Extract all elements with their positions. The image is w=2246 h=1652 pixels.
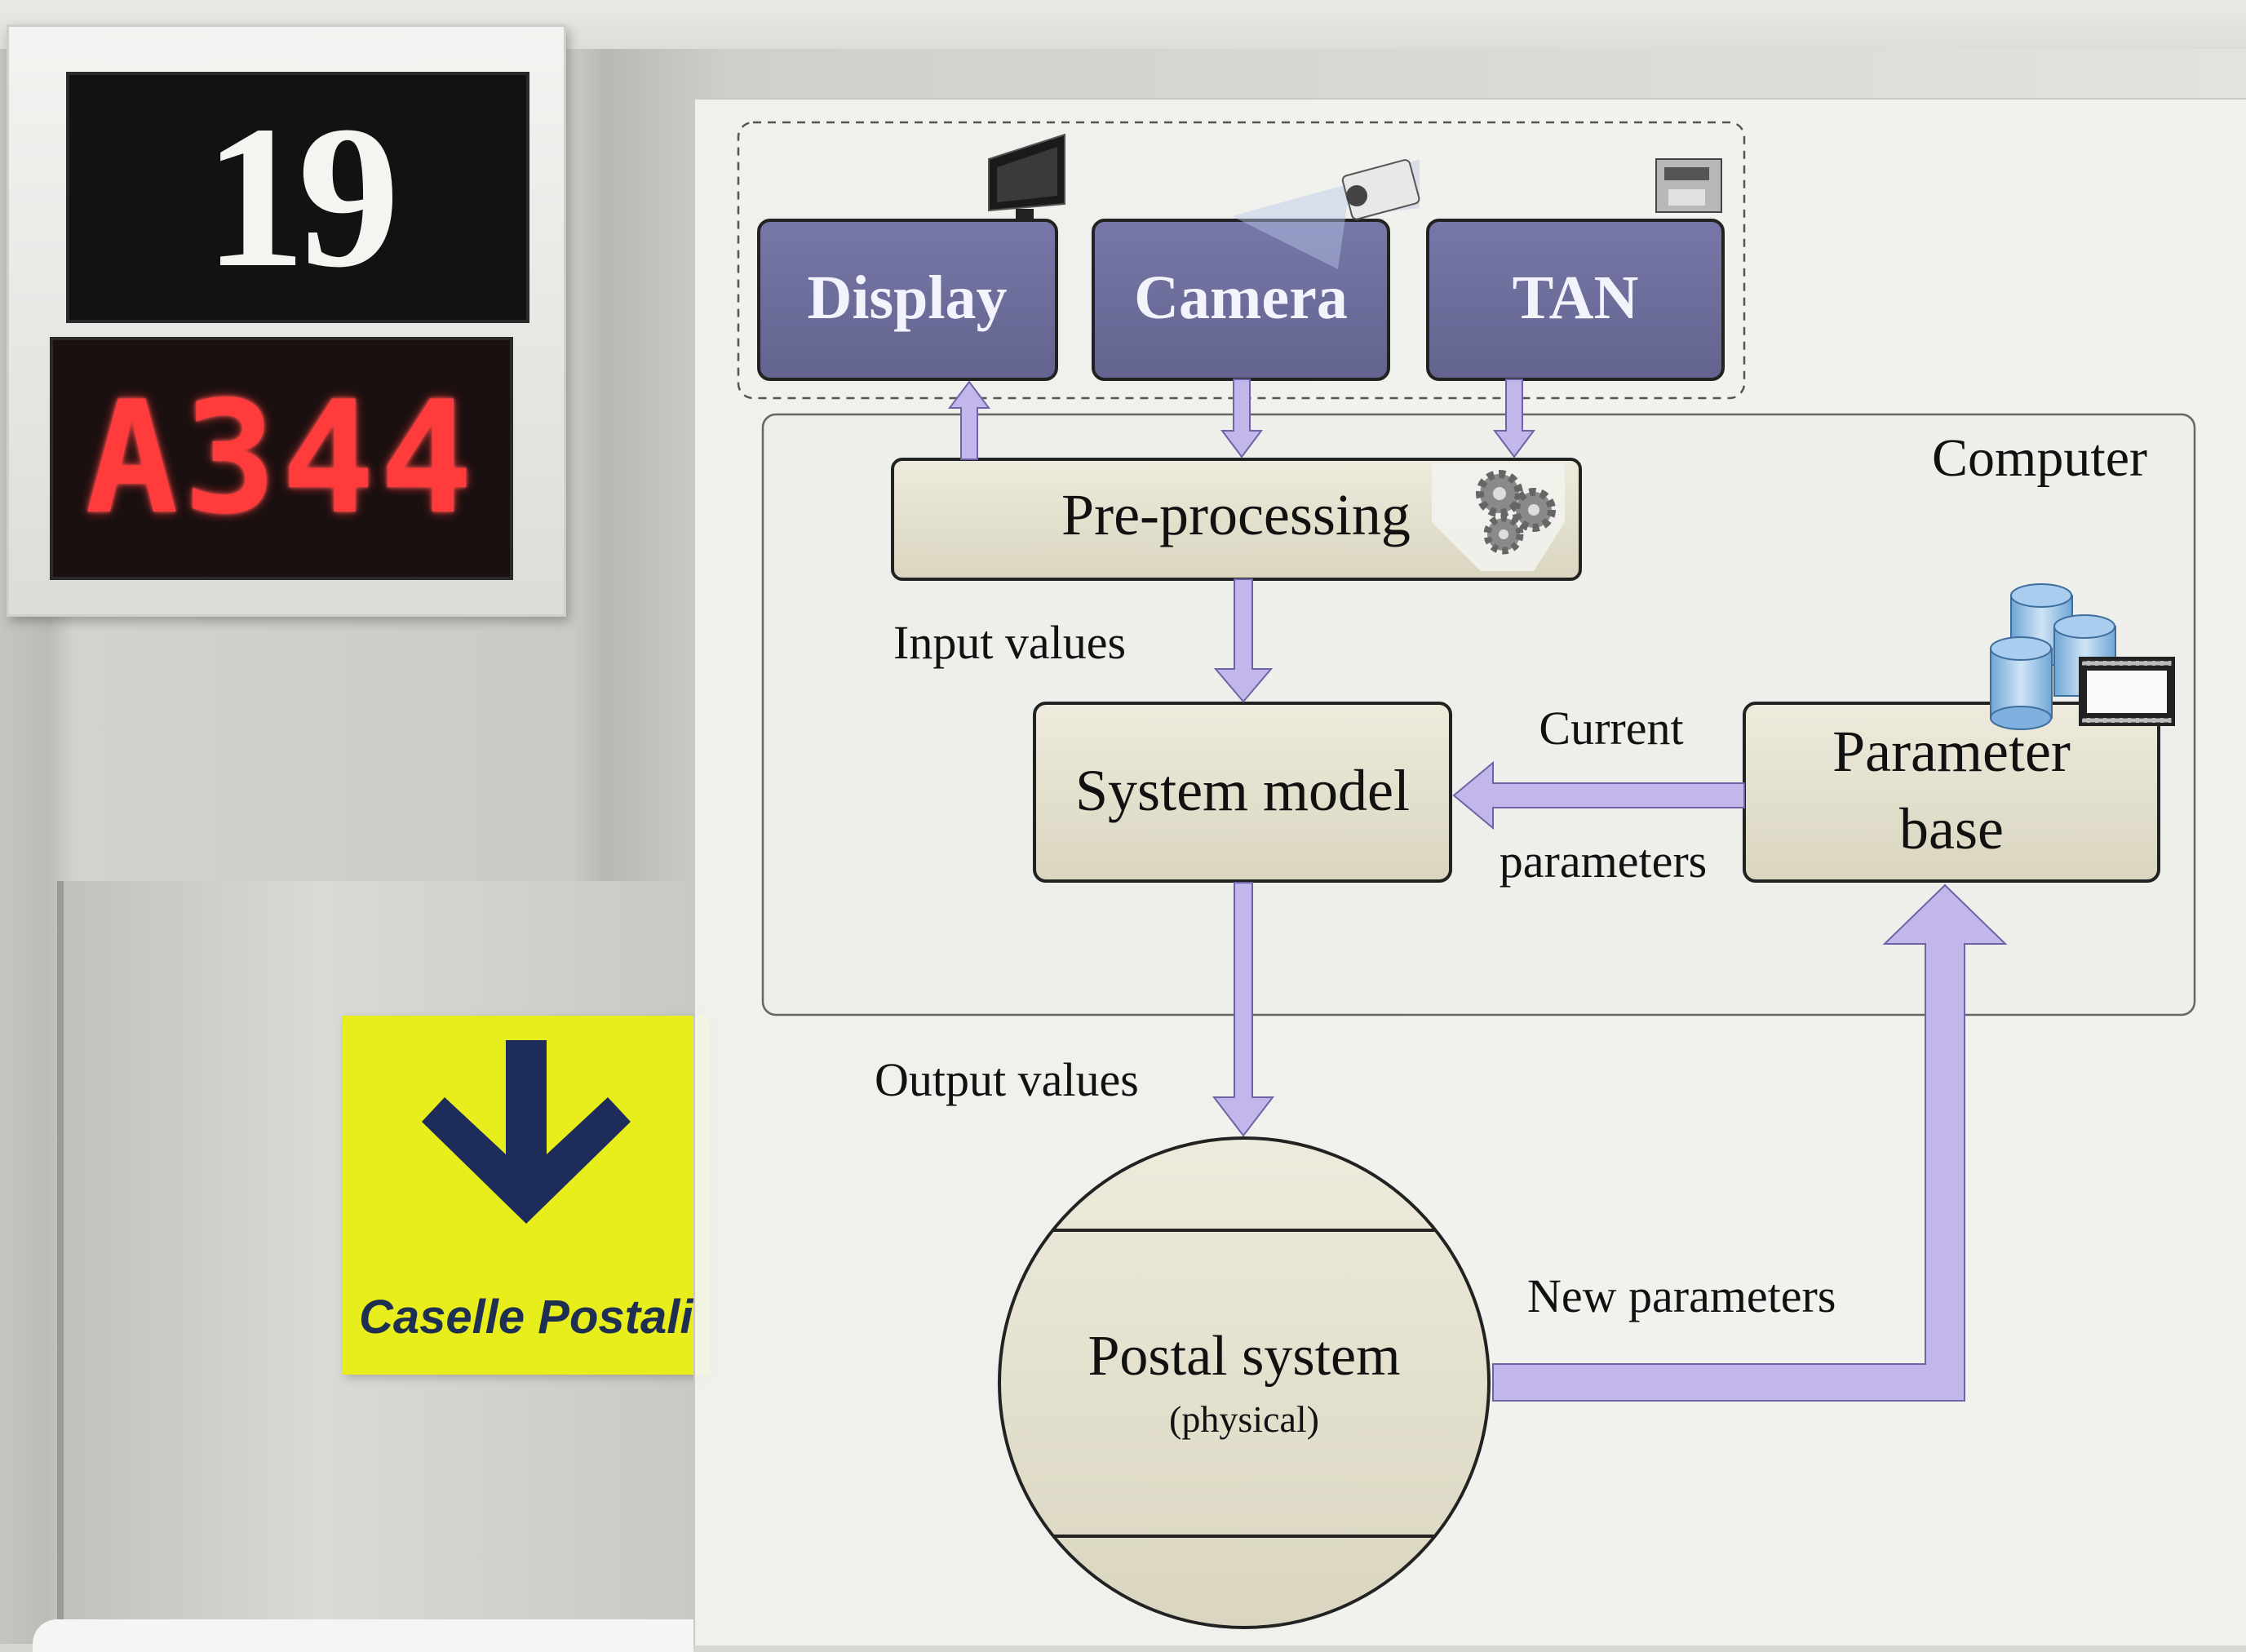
postal-system-label: Postal system bbox=[1088, 1325, 1400, 1388]
counter-number: 19 bbox=[204, 84, 400, 310]
led-display: A344 bbox=[85, 368, 478, 548]
tan-label: TAN bbox=[1513, 264, 1639, 332]
monitor-icon bbox=[988, 133, 1065, 220]
gears-icon bbox=[1432, 463, 1565, 571]
postal-system-sub-label: (physical) bbox=[1169, 1398, 1319, 1440]
parameters-label: parameters bbox=[1500, 835, 1707, 888]
arrow-current-parameters bbox=[1452, 760, 1745, 830]
arrow-from-camera bbox=[1220, 379, 1263, 458]
display-label: Display bbox=[808, 264, 1008, 332]
sign-label: Caselle Postali bbox=[359, 1291, 693, 1344]
arrow-output-values bbox=[1212, 882, 1275, 1137]
arrow-new-parameters bbox=[1492, 884, 2008, 1402]
camera-icon bbox=[1232, 159, 1420, 269]
parameter-base-label-2: base bbox=[1899, 796, 2004, 861]
arrows bbox=[948, 379, 2008, 1402]
camera-label: Camera bbox=[1134, 264, 1348, 332]
camera-box: Camera bbox=[1092, 219, 1390, 381]
counter-sign: 19 A344 bbox=[7, 24, 566, 617]
arrow-down-icon bbox=[422, 1040, 631, 1224]
arrow-from-tan bbox=[1493, 379, 1535, 458]
film-icon bbox=[2079, 657, 2175, 726]
system-model-label: System model bbox=[1075, 758, 1410, 823]
led-panel: A344 bbox=[50, 337, 513, 580]
current-label: Current bbox=[1539, 702, 1683, 755]
device-group bbox=[737, 121, 1746, 400]
caselle-postali-sign: Caselle Postali bbox=[343, 1016, 710, 1375]
system-model-box: System model bbox=[1033, 702, 1452, 883]
preprocessing-label: Pre-processing bbox=[1061, 482, 1411, 547]
preprocessing-box: Pre-processing bbox=[891, 458, 1582, 581]
arrow-to-display bbox=[948, 380, 990, 460]
parameter-base-label-1: Parameter bbox=[1832, 719, 2071, 784]
postal-system: Postal system (physical) bbox=[998, 1136, 1491, 1629]
tan-box: TAN bbox=[1426, 219, 1725, 381]
parameter-base-box: Parameter base bbox=[1743, 702, 2160, 883]
arrow-input-values bbox=[1213, 578, 1274, 703]
new-parameters-label: New parameters bbox=[1527, 1269, 1836, 1322]
input-values-label: Input values bbox=[893, 616, 1126, 669]
output-values-label: Output values bbox=[875, 1053, 1139, 1106]
display-box: Display bbox=[757, 219, 1058, 381]
computer-label: Computer bbox=[1932, 428, 2147, 488]
counter-number-panel: 19 bbox=[66, 72, 529, 323]
printer-icon bbox=[1655, 158, 1722, 213]
